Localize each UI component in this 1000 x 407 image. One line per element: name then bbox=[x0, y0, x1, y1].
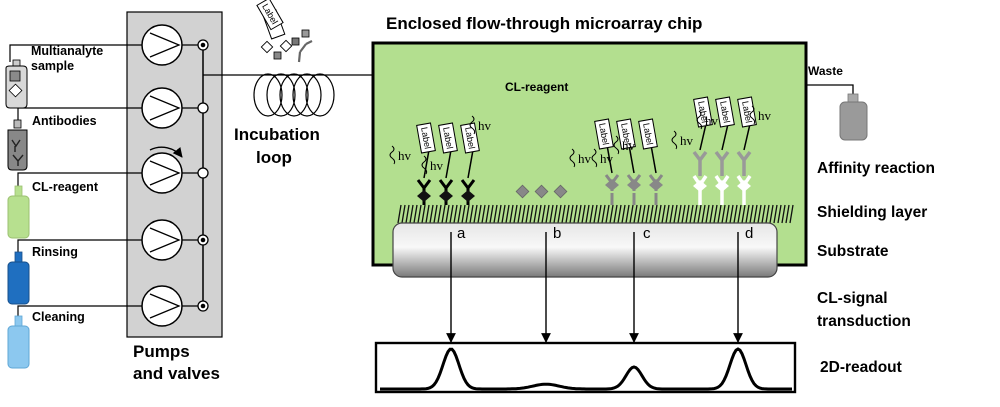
label-tag-text: Label bbox=[597, 122, 611, 145]
incubation-label-line1: Incubation bbox=[234, 125, 320, 144]
label-tag-text: Label bbox=[419, 126, 433, 149]
label-tag-text: Label bbox=[441, 126, 455, 149]
label-tag-text: Label bbox=[619, 122, 633, 145]
cl-reagent-bottle bbox=[7, 185, 30, 239]
chip-cl-reagent-label: CL-reagent bbox=[505, 80, 569, 94]
hv-arrow bbox=[671, 130, 678, 150]
hv-label: hv bbox=[705, 113, 719, 128]
spot-label-b: b bbox=[553, 225, 562, 242]
label-tag: Label bbox=[715, 96, 735, 128]
hv-arrow bbox=[696, 110, 703, 130]
spot-c-complexes bbox=[604, 144, 664, 205]
pump-4 bbox=[141, 219, 209, 261]
hv-arrow bbox=[421, 155, 428, 175]
label-tag-text: Label bbox=[641, 122, 655, 145]
rinsing-label: Rinsing bbox=[32, 245, 78, 259]
hv-label: hv bbox=[398, 148, 412, 163]
label-tag: Label bbox=[693, 96, 713, 128]
label-tag: Label bbox=[416, 122, 436, 154]
signal-arrows bbox=[446, 232, 743, 343]
shielding-layer bbox=[397, 204, 794, 224]
hv-arrow bbox=[591, 148, 598, 168]
rinsing-bottle bbox=[7, 251, 30, 305]
incubation-label-line2: loop bbox=[256, 148, 292, 167]
cl-signal-label-line1: CL-signal bbox=[817, 290, 888, 307]
spot-d-complexes bbox=[692, 123, 752, 205]
readout-label: 2D-readout bbox=[820, 359, 902, 376]
waste-bottle bbox=[839, 93, 868, 141]
pump-3 bbox=[141, 146, 209, 194]
spot-label-d: d bbox=[745, 225, 754, 242]
label-tag-text: Label bbox=[463, 126, 477, 149]
label-tag: Label bbox=[256, 0, 284, 31]
waste-line bbox=[806, 84, 854, 96]
chip-title: Enclosed flow-through microarray chip bbox=[386, 14, 703, 33]
label-tag-text: Label bbox=[718, 100, 732, 123]
hv-label: hv bbox=[680, 133, 694, 148]
substrate-label: Substrate bbox=[817, 243, 889, 260]
sample-label-line2: sample bbox=[31, 59, 75, 73]
label-tag: Label bbox=[594, 118, 614, 150]
spot-a-complexes bbox=[416, 149, 476, 205]
shielding-layer-label: Shielding layer bbox=[817, 204, 928, 221]
inlet-lines bbox=[9, 44, 142, 316]
spot-label-a: a bbox=[457, 225, 466, 242]
label-tag: Label bbox=[438, 122, 458, 154]
hv-arrow bbox=[469, 115, 476, 135]
pumps-label-line1: Pumps bbox=[133, 342, 190, 361]
incubation-loop-coil bbox=[253, 73, 335, 117]
hv-label: hv bbox=[430, 158, 444, 173]
waste-label: Waste bbox=[808, 64, 843, 78]
antibodies-bottle bbox=[7, 119, 28, 171]
label-tag: Label bbox=[638, 118, 658, 150]
cl-signal-label-line2: transduction bbox=[817, 313, 911, 330]
antibodies-label: Antibodies bbox=[32, 114, 97, 128]
pump-group bbox=[141, 24, 209, 327]
hv-label: hv bbox=[758, 108, 772, 123]
spot-label-c: c bbox=[643, 225, 651, 242]
cleaning-label: Cleaning bbox=[32, 310, 85, 324]
readout-trace bbox=[380, 347, 792, 391]
label-tag-text: Label bbox=[740, 100, 754, 123]
sample-bottle bbox=[5, 59, 28, 109]
affinity-reaction-label: Affinity reaction bbox=[817, 160, 935, 177]
label-tag-text: Label bbox=[696, 100, 710, 123]
pumps-label-line2: and valves bbox=[133, 364, 220, 383]
hv-label: hv bbox=[600, 151, 614, 166]
substrate bbox=[392, 222, 778, 278]
spot-b-analytes bbox=[515, 184, 568, 199]
hv-arrow bbox=[569, 148, 576, 168]
hv-arrow bbox=[749, 105, 756, 125]
hv-label: hv bbox=[578, 151, 592, 166]
pump-5 bbox=[141, 285, 209, 327]
label-tag: Label bbox=[616, 118, 636, 150]
cleaning-bottle bbox=[7, 315, 30, 369]
readout-box bbox=[374, 341, 797, 394]
hv-arrow bbox=[613, 135, 620, 155]
cl-reagent-label: CL-reagent bbox=[32, 180, 98, 194]
hv-label: hv bbox=[622, 138, 636, 153]
hv-label: hv bbox=[478, 118, 492, 133]
sample-label-line1: Multianalyte bbox=[31, 44, 104, 58]
pump-1 bbox=[141, 24, 209, 66]
pump-2 bbox=[141, 87, 209, 129]
hv-arrow bbox=[389, 145, 396, 165]
